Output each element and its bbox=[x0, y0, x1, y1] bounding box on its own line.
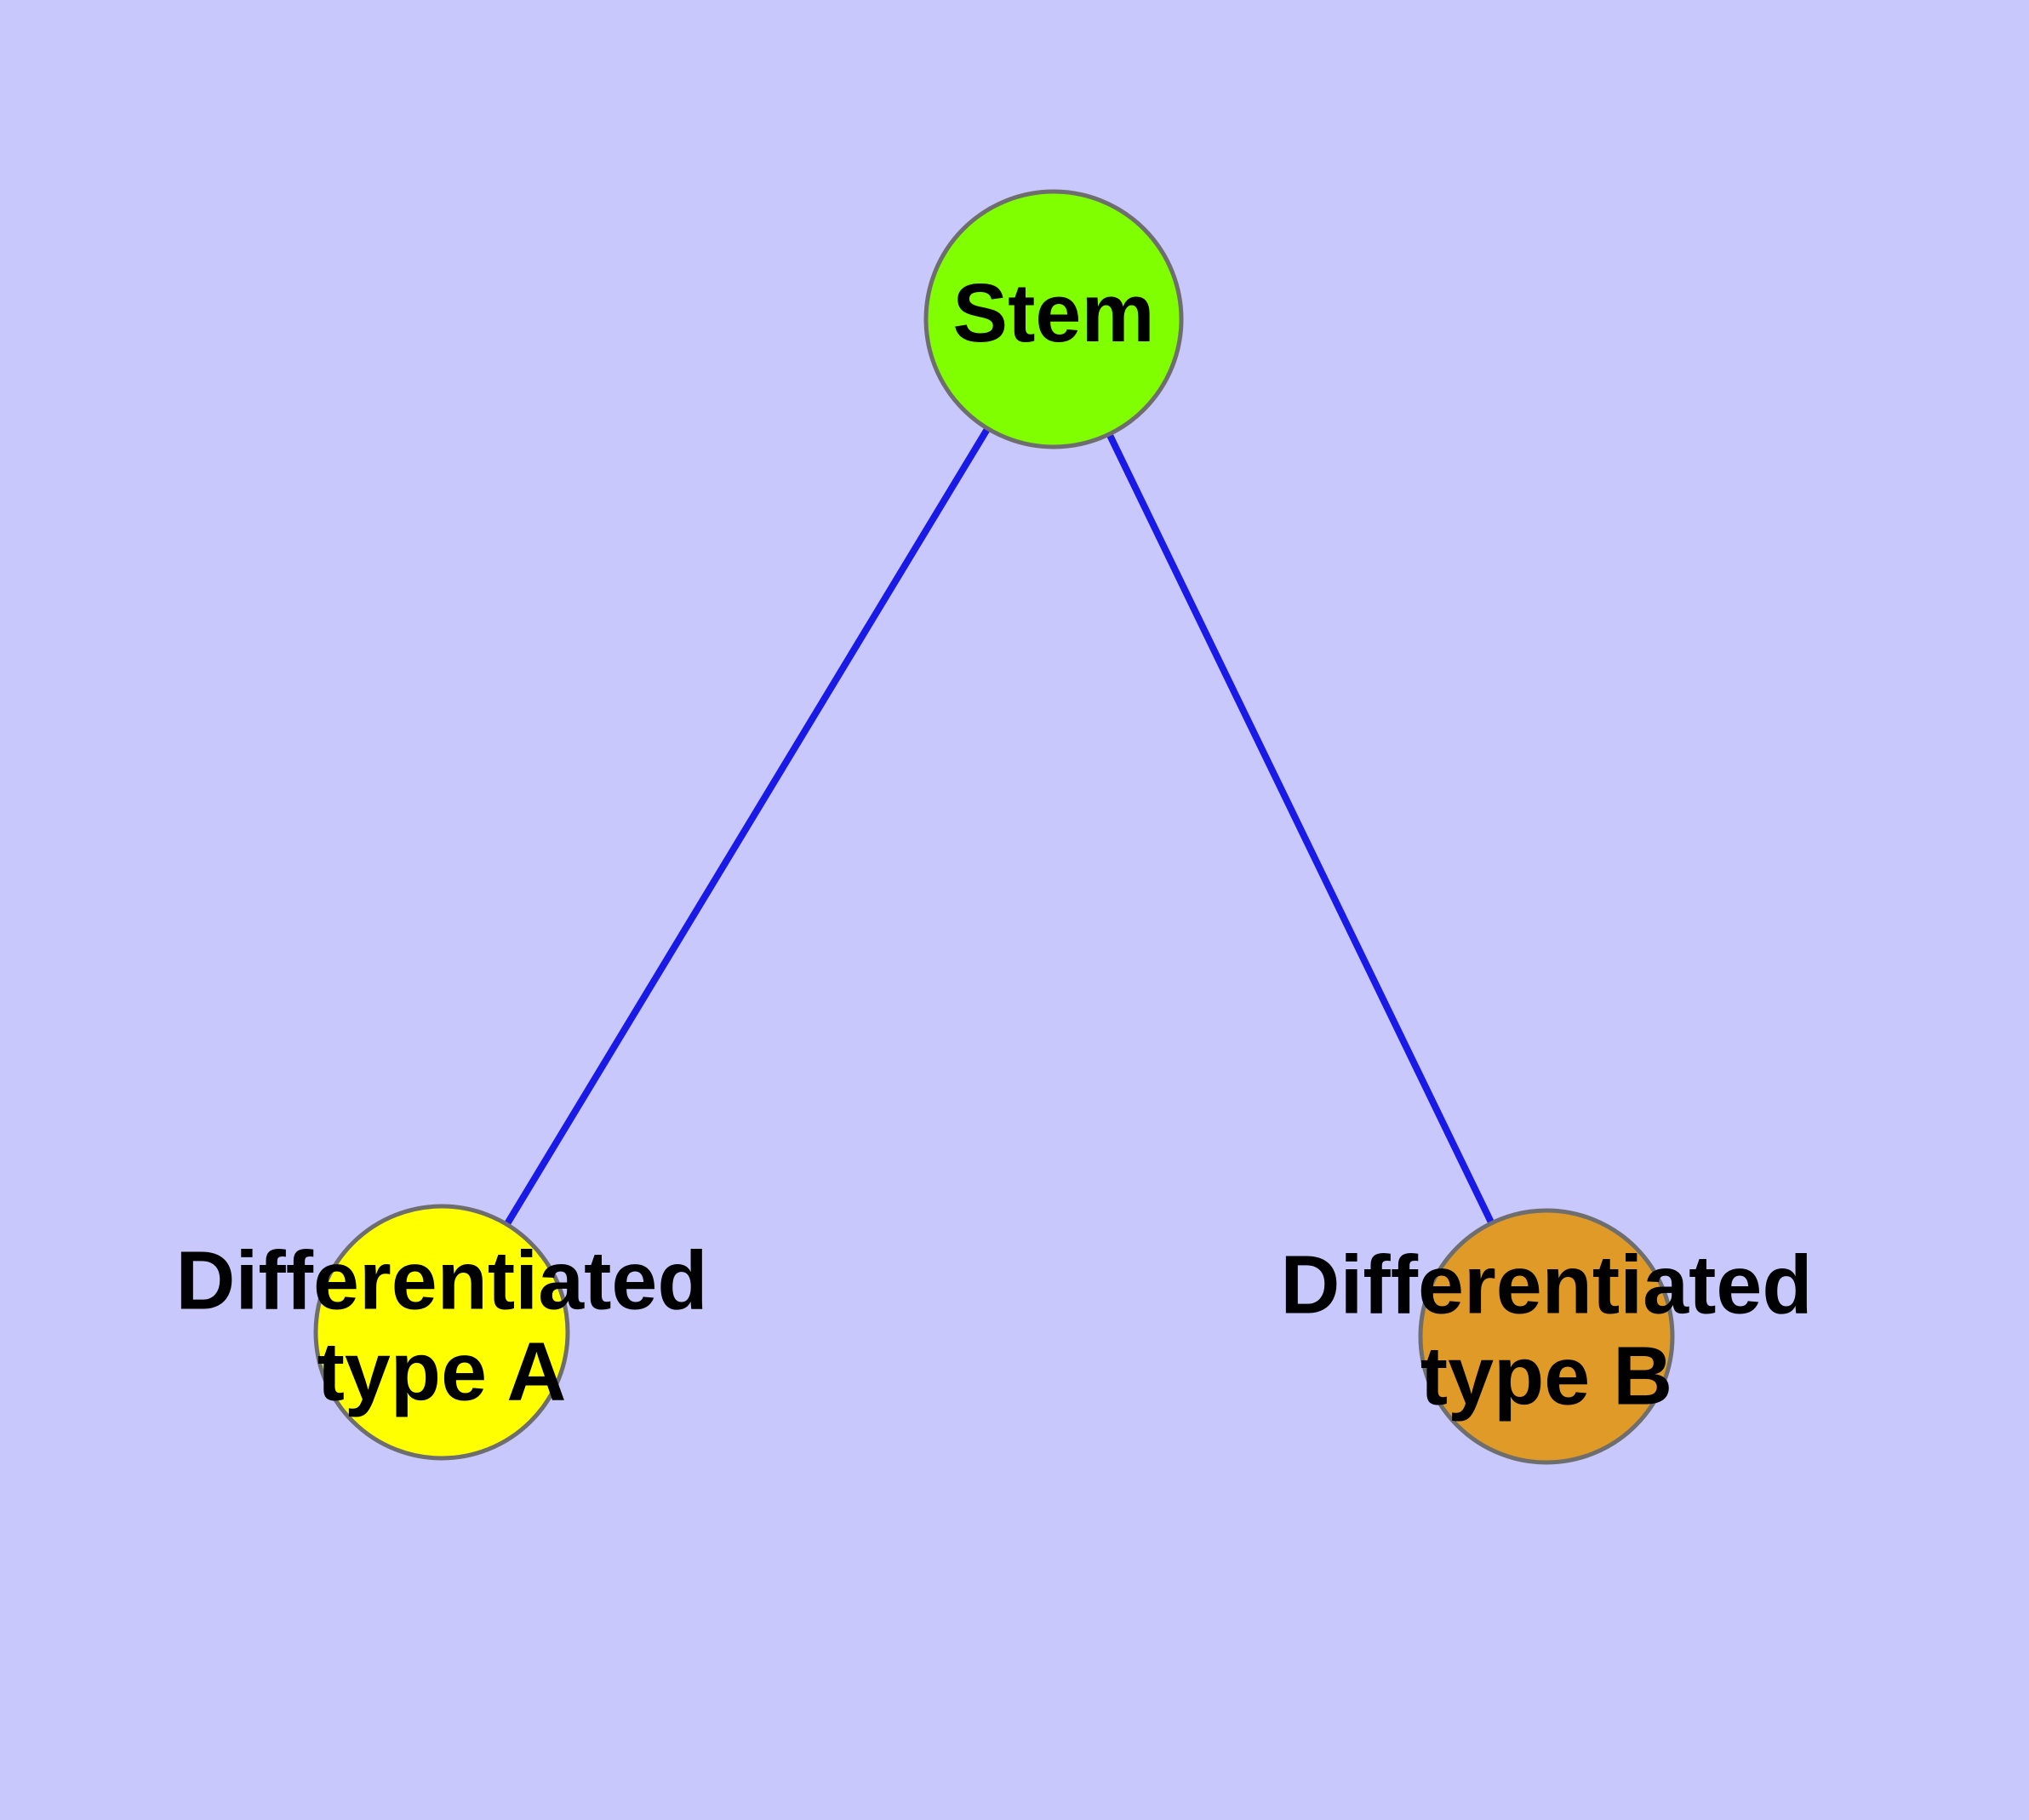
graph-edge bbox=[1050, 318, 1550, 1338]
graph-node-stem[interactable] bbox=[923, 189, 1184, 449]
graph-node-label-line: type A bbox=[317, 1325, 567, 1417]
graph-node-label-line: type B bbox=[1420, 1329, 1672, 1422]
graph-node-diff_b[interactable] bbox=[1418, 1208, 1675, 1465]
graph-node-label-line: Differentiated bbox=[1280, 1238, 1812, 1331]
graph-node-diff_a[interactable] bbox=[313, 1204, 570, 1461]
graph-node-label-line: Differentiated bbox=[175, 1233, 707, 1326]
graph-node-label-stem: Stem bbox=[952, 266, 1154, 359]
edge-layer bbox=[438, 317, 1550, 1338]
graph-node-label-line: Stem bbox=[952, 266, 1154, 359]
node-layer bbox=[313, 189, 1675, 1465]
graph-edge bbox=[438, 317, 1057, 1335]
